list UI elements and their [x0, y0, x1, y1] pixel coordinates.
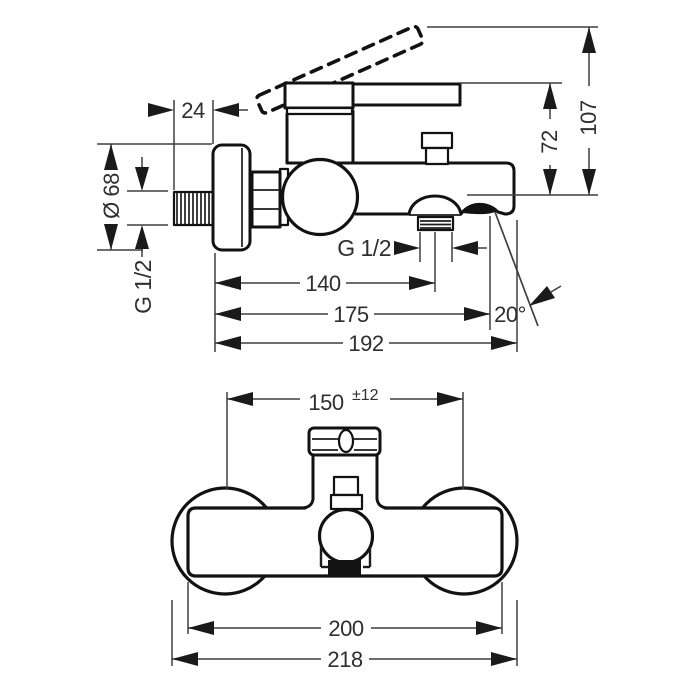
spout-bracket-front — [319, 546, 372, 569]
handle-indicator-oval — [337, 428, 355, 454]
tub-outlet-port — [416, 215, 455, 232]
dim-150-label: 150 — [308, 390, 343, 415]
dim-218: 218 — [171, 600, 518, 672]
port-neck-front — [332, 475, 360, 497]
dim-140-label: 140 — [305, 271, 340, 296]
front-view: 150 ±12 200 218 — [170, 385, 519, 672]
cartridge-neck — [285, 109, 355, 165]
outlet-thread-label: G 1/2 — [337, 235, 391, 261]
dim-72-label: 72 — [537, 130, 562, 154]
dim-outlet-thread: G 1/2 — [337, 232, 487, 262]
lever-handle-front — [307, 426, 382, 457]
inlet-thread-hatching — [176, 193, 210, 224]
spout-boss-front — [317, 507, 375, 565]
wall-rosette — [211, 143, 252, 252]
dim-150-tolerance-label: ±12 — [352, 387, 379, 404]
dim-192-label: 192 — [348, 331, 383, 356]
dim-192: 192 — [215, 220, 518, 356]
lever-hub-skirt — [285, 106, 354, 116]
dashed-lever-rect — [255, 24, 425, 115]
wall-connection — [172, 143, 290, 252]
lever-bar — [351, 82, 462, 107]
dim-140: 140 — [214, 232, 436, 352]
dim-175-label: 175 — [333, 302, 368, 327]
side-view: 24 Ø 68 G 1/2 72 — [97, 24, 601, 356]
spout-outlet-black — [328, 560, 361, 576]
inlet-thread-label: G 1/2 — [130, 260, 156, 314]
port-cap — [420, 131, 454, 150]
shower-port-front — [329, 475, 364, 511]
valve-body-circle — [280, 157, 360, 237]
dim-200-label: 200 — [328, 616, 363, 641]
dim-inlet-thread: G 1/2 — [127, 157, 168, 314]
spout-angle-label: 20° — [494, 302, 526, 327]
dim-24-label: 24 — [181, 98, 205, 123]
spout-section-crescent — [463, 202, 497, 215]
dim-24: 24 — [148, 98, 248, 190]
dim-107-label: 107 — [576, 100, 601, 135]
dim-200: 200 — [187, 582, 503, 641]
lever-handle — [283, 81, 462, 116]
dim-diameter-68-label: Ø 68 — [99, 173, 124, 219]
dim-diameter-68: Ø 68 — [97, 143, 212, 251]
port-neck — [424, 146, 450, 166]
lever-raised-dashed-outline — [255, 24, 425, 115]
lever-hub — [283, 81, 355, 110]
dim-218-label: 218 — [327, 647, 362, 672]
port-collar-front — [329, 493, 364, 511]
shower-outlet-port — [420, 131, 454, 166]
dim-107: 107 — [427, 26, 601, 196]
dim-72: 72 — [460, 82, 562, 195]
hex-union-nut — [250, 170, 282, 229]
dim-175: 175 — [215, 216, 491, 330]
dim-spout-angle-20: 20° — [494, 211, 562, 327]
dim-150: 150 ±12 — [226, 385, 464, 489]
